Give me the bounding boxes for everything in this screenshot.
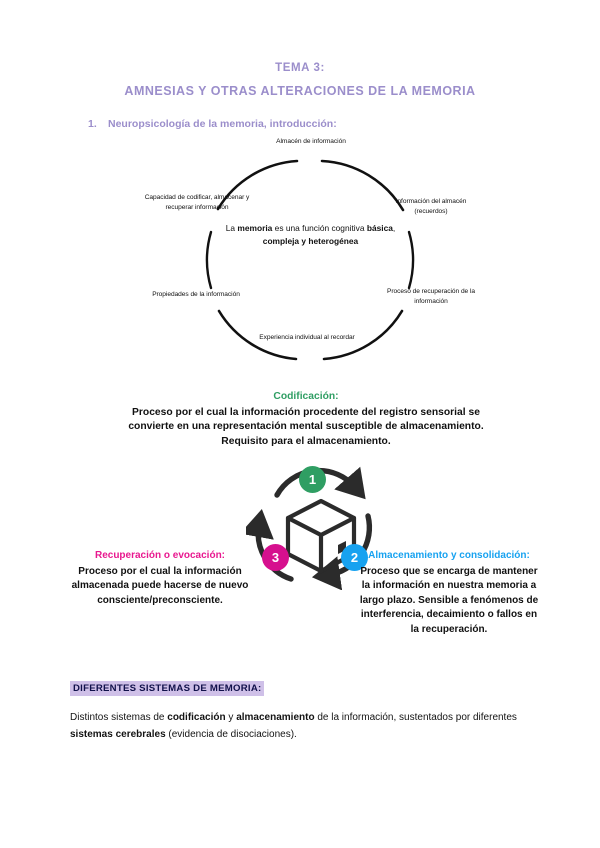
circle-label-right-upper: Información del almacén (recuerdos)	[395, 198, 467, 215]
body-paragraph: Distintos sistemas de codificación y alm…	[70, 709, 532, 743]
page-title-line-2: AMNESIAS Y OTRAS ALTERACIONES DE LA MEMO…	[124, 84, 476, 98]
body-part-4: (evidencia de disociaciones).	[165, 729, 297, 741]
center-text-part-1: La	[225, 223, 238, 233]
recuperacion-block: Recuperación o evocación: Proceso por el…	[60, 549, 260, 608]
center-text-part-2: es una función cognitiva	[272, 223, 367, 233]
center-text-bold-3: compleja y heterogénea	[262, 235, 359, 246]
center-text-bold-2: básica	[366, 223, 393, 233]
circle-label-left-lower: Propiedades de la información	[152, 291, 240, 298]
circle-center-text: La memoria es una función cognitiva bási…	[223, 222, 398, 247]
memory-circle-diagram: La memoria es una función cognitiva bási…	[140, 138, 480, 380]
body-bold-1: codificación	[167, 712, 226, 723]
codificacion-heading: Codificación:	[273, 391, 339, 402]
codificacion-block: Codificación: Proceso por el cual la inf…	[120, 390, 492, 449]
body-part-2: y	[225, 712, 237, 723]
subheading-diferentes-sistemas: DIFERENTES SISTEMAS DE MEMORIA:	[70, 678, 265, 696]
circle-diagram-svg	[205, 159, 415, 361]
recuperacion-heading: Recuperación o evocación:	[94, 550, 226, 561]
center-text-part-3: ,	[392, 223, 396, 233]
memory-cycle-graphic: 1 2 3	[239, 466, 396, 591]
recuperacion-body: Proceso por el cual la información almac…	[71, 565, 249, 606]
cycle-badge-3: 3	[262, 544, 289, 571]
almacenamiento-body: Proceso que se encarga de mantener la in…	[359, 565, 539, 635]
circle-label-right-lower: Proceso de recuperación de la informació…	[387, 288, 475, 305]
cycle-badge-1: 1	[299, 466, 326, 493]
almacenamiento-heading: Almacenamiento y consolidación:	[368, 550, 530, 561]
circle-label-left-upper: Capacidad de codificar, almacenar y recu…	[144, 194, 250, 211]
cycle-badge-2: 2	[341, 544, 368, 571]
center-text-bold-1: memoria	[237, 223, 273, 233]
list-marker: 1.	[88, 118, 97, 130]
circle-label-top: Almacén de información	[276, 138, 346, 145]
document-header: TEMA 3: AMNESIAS Y OTRAS ALTERACIONES DE…	[0, 62, 600, 98]
body-part-1: Distintos sistemas de	[70, 712, 168, 723]
subheading-text: DIFERENTES SISTEMAS DE MEMORIA:	[70, 681, 265, 696]
section-heading-1: 1. Neuropsicología de la memoria, introd…	[88, 118, 548, 130]
almacenamiento-block: Almacenamiento y consolidación: Proceso …	[358, 549, 540, 637]
codificacion-body: Proceso por el cual la información proce…	[128, 406, 484, 447]
body-bold-3: sistemas cerebrales	[70, 729, 166, 741]
body-bold-2: almacenamiento	[236, 712, 315, 723]
section-heading-label: Neuropsicología de la memoria, introducc…	[108, 118, 337, 130]
body-part-3: de la información, sustentados por difer…	[314, 712, 517, 723]
circle-label-bottom: Experiencia individual al recordar	[259, 334, 355, 341]
page-title-line-1: TEMA 3:	[275, 62, 325, 74]
